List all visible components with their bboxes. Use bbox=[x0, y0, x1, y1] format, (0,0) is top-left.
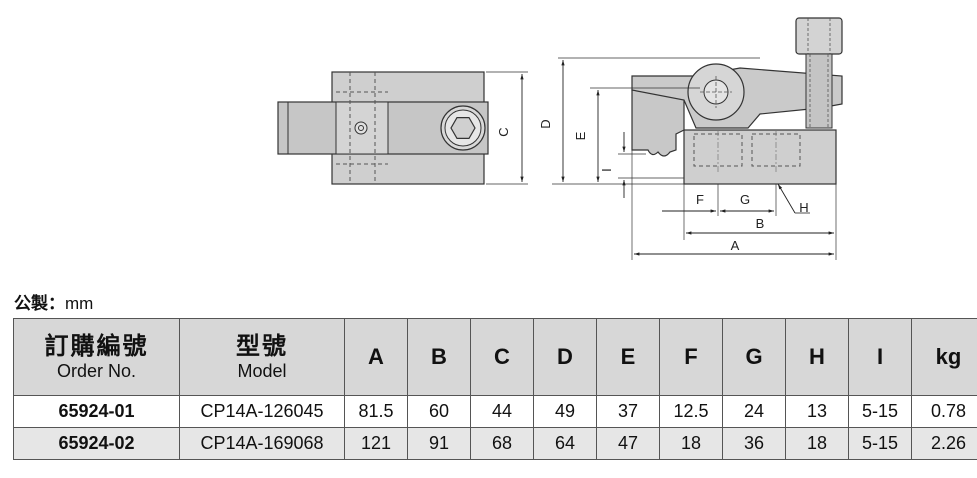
value-c: 44 bbox=[470, 395, 534, 428]
header-kg: kg bbox=[911, 318, 977, 396]
value-g: 24 bbox=[722, 395, 786, 428]
unit-note: 公製：mm bbox=[14, 289, 93, 314]
header-h: H bbox=[785, 318, 849, 396]
value-i: 5-15 bbox=[848, 427, 912, 460]
header-d: D bbox=[533, 318, 597, 396]
dim-label-b: B bbox=[756, 216, 765, 231]
dim-label-h: H bbox=[799, 200, 808, 215]
value-kg: 2.26 bbox=[911, 427, 977, 460]
table-row: 65924-02 CP14A-169068 121 91 68 64 47 18… bbox=[13, 427, 977, 460]
model-number: CP14A-126045 bbox=[179, 395, 345, 428]
clamp-jaw bbox=[631, 89, 703, 157]
value-b: 91 bbox=[407, 427, 471, 460]
value-e: 37 bbox=[596, 395, 660, 428]
value-b: 60 bbox=[407, 395, 471, 428]
header-b: B bbox=[407, 318, 471, 396]
header-g: G bbox=[722, 318, 786, 396]
value-f: 18 bbox=[659, 427, 723, 460]
dim-label-d: D bbox=[538, 119, 553, 128]
table-row: 65924-01 CP14A-126045 81.5 60 44 49 37 1… bbox=[13, 395, 977, 428]
header-a: A bbox=[344, 318, 408, 396]
value-h: 13 bbox=[785, 395, 849, 428]
order-number: 65924-01 bbox=[13, 395, 180, 428]
value-h: 18 bbox=[785, 427, 849, 460]
dim-label-a: A bbox=[731, 238, 740, 253]
dim-label-g: G bbox=[740, 192, 750, 207]
value-a: 81.5 bbox=[344, 395, 408, 428]
header-model: 型號 Model bbox=[179, 318, 345, 396]
top-view: C bbox=[277, 71, 528, 185]
dim-label-c: C bbox=[496, 127, 511, 136]
value-d: 49 bbox=[533, 395, 597, 428]
base-block bbox=[683, 129, 837, 185]
unit-value: mm bbox=[65, 294, 94, 313]
value-kg: 0.78 bbox=[911, 395, 977, 428]
value-d: 64 bbox=[533, 427, 597, 460]
header-c: C bbox=[470, 318, 534, 396]
model-number: CP14A-169068 bbox=[179, 427, 345, 460]
spec-table: 訂購編號 Order No. 型號 Model A B C D E F G H … bbox=[13, 318, 977, 460]
header-e: E bbox=[596, 318, 660, 396]
header-order: 訂購編號 Order No. bbox=[13, 318, 180, 396]
technical-drawing: C D E bbox=[277, 17, 843, 260]
value-i: 5-15 bbox=[848, 395, 912, 428]
table-header-row: 訂購編號 Order No. 型號 Model A B C D E F G H … bbox=[13, 318, 977, 396]
header-i: I bbox=[848, 318, 912, 396]
dim-label-f: F bbox=[696, 192, 704, 207]
value-g: 36 bbox=[722, 427, 786, 460]
unit-label: 公製 bbox=[14, 294, 48, 314]
unit-colon: ： bbox=[48, 294, 65, 314]
value-e: 47 bbox=[596, 427, 660, 460]
side-view: D E I F G H B A bbox=[538, 17, 843, 260]
dim-label-e: E bbox=[573, 131, 588, 140]
order-number: 65924-02 bbox=[13, 427, 180, 460]
value-a: 121 bbox=[344, 427, 408, 460]
screw-head bbox=[795, 17, 843, 55]
value-f: 12.5 bbox=[659, 395, 723, 428]
pivot-pin-icon bbox=[354, 121, 368, 135]
header-f: F bbox=[659, 318, 723, 396]
value-c: 68 bbox=[470, 427, 534, 460]
dim-label-i: I bbox=[599, 168, 614, 172]
